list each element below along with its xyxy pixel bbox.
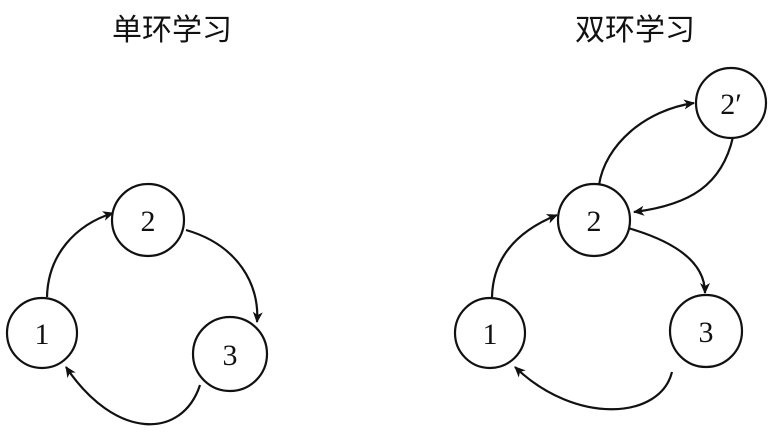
double-node-2prime-label: 2′ xyxy=(720,88,742,121)
single-node-3-label: 3 xyxy=(223,339,238,372)
double-node-1-label: 1 xyxy=(483,318,498,351)
double-node-3: 3 xyxy=(668,293,744,369)
double-loop-title: 双环学习 xyxy=(575,13,695,48)
single-node-1-label: 1 xyxy=(35,318,50,351)
single-edge-2-to-3 xyxy=(185,228,263,323)
double-node-3-label: 3 xyxy=(699,316,714,349)
double-edge-2prime-to-2 xyxy=(633,136,735,216)
double-edge-1-to-2 xyxy=(490,213,558,298)
single-node-3: 3 xyxy=(191,315,269,393)
single-node-2-label: 2 xyxy=(141,205,156,238)
single-loop-panel: 单环学习 1 2 3 xyxy=(5,13,269,426)
double-node-2-label: 2 xyxy=(587,205,602,238)
double-loop-panel: 双环学习 1 2 3 2′ xyxy=(453,13,768,411)
single-edge-1-to-2 xyxy=(45,211,114,298)
double-edge-2-to-2prime xyxy=(597,99,695,186)
double-node-2: 2 xyxy=(556,182,632,258)
single-edge-3-to-1 xyxy=(65,366,202,426)
double-node-1: 1 xyxy=(453,296,527,370)
double-edge-3-to-1 xyxy=(514,366,674,411)
single-node-2: 2 xyxy=(110,182,186,258)
single-loop-title: 单环学习 xyxy=(112,13,232,48)
single-node-1: 1 xyxy=(5,296,79,370)
double-node-2prime: 2′ xyxy=(694,66,768,140)
double-edge-2-to-3 xyxy=(627,226,710,294)
